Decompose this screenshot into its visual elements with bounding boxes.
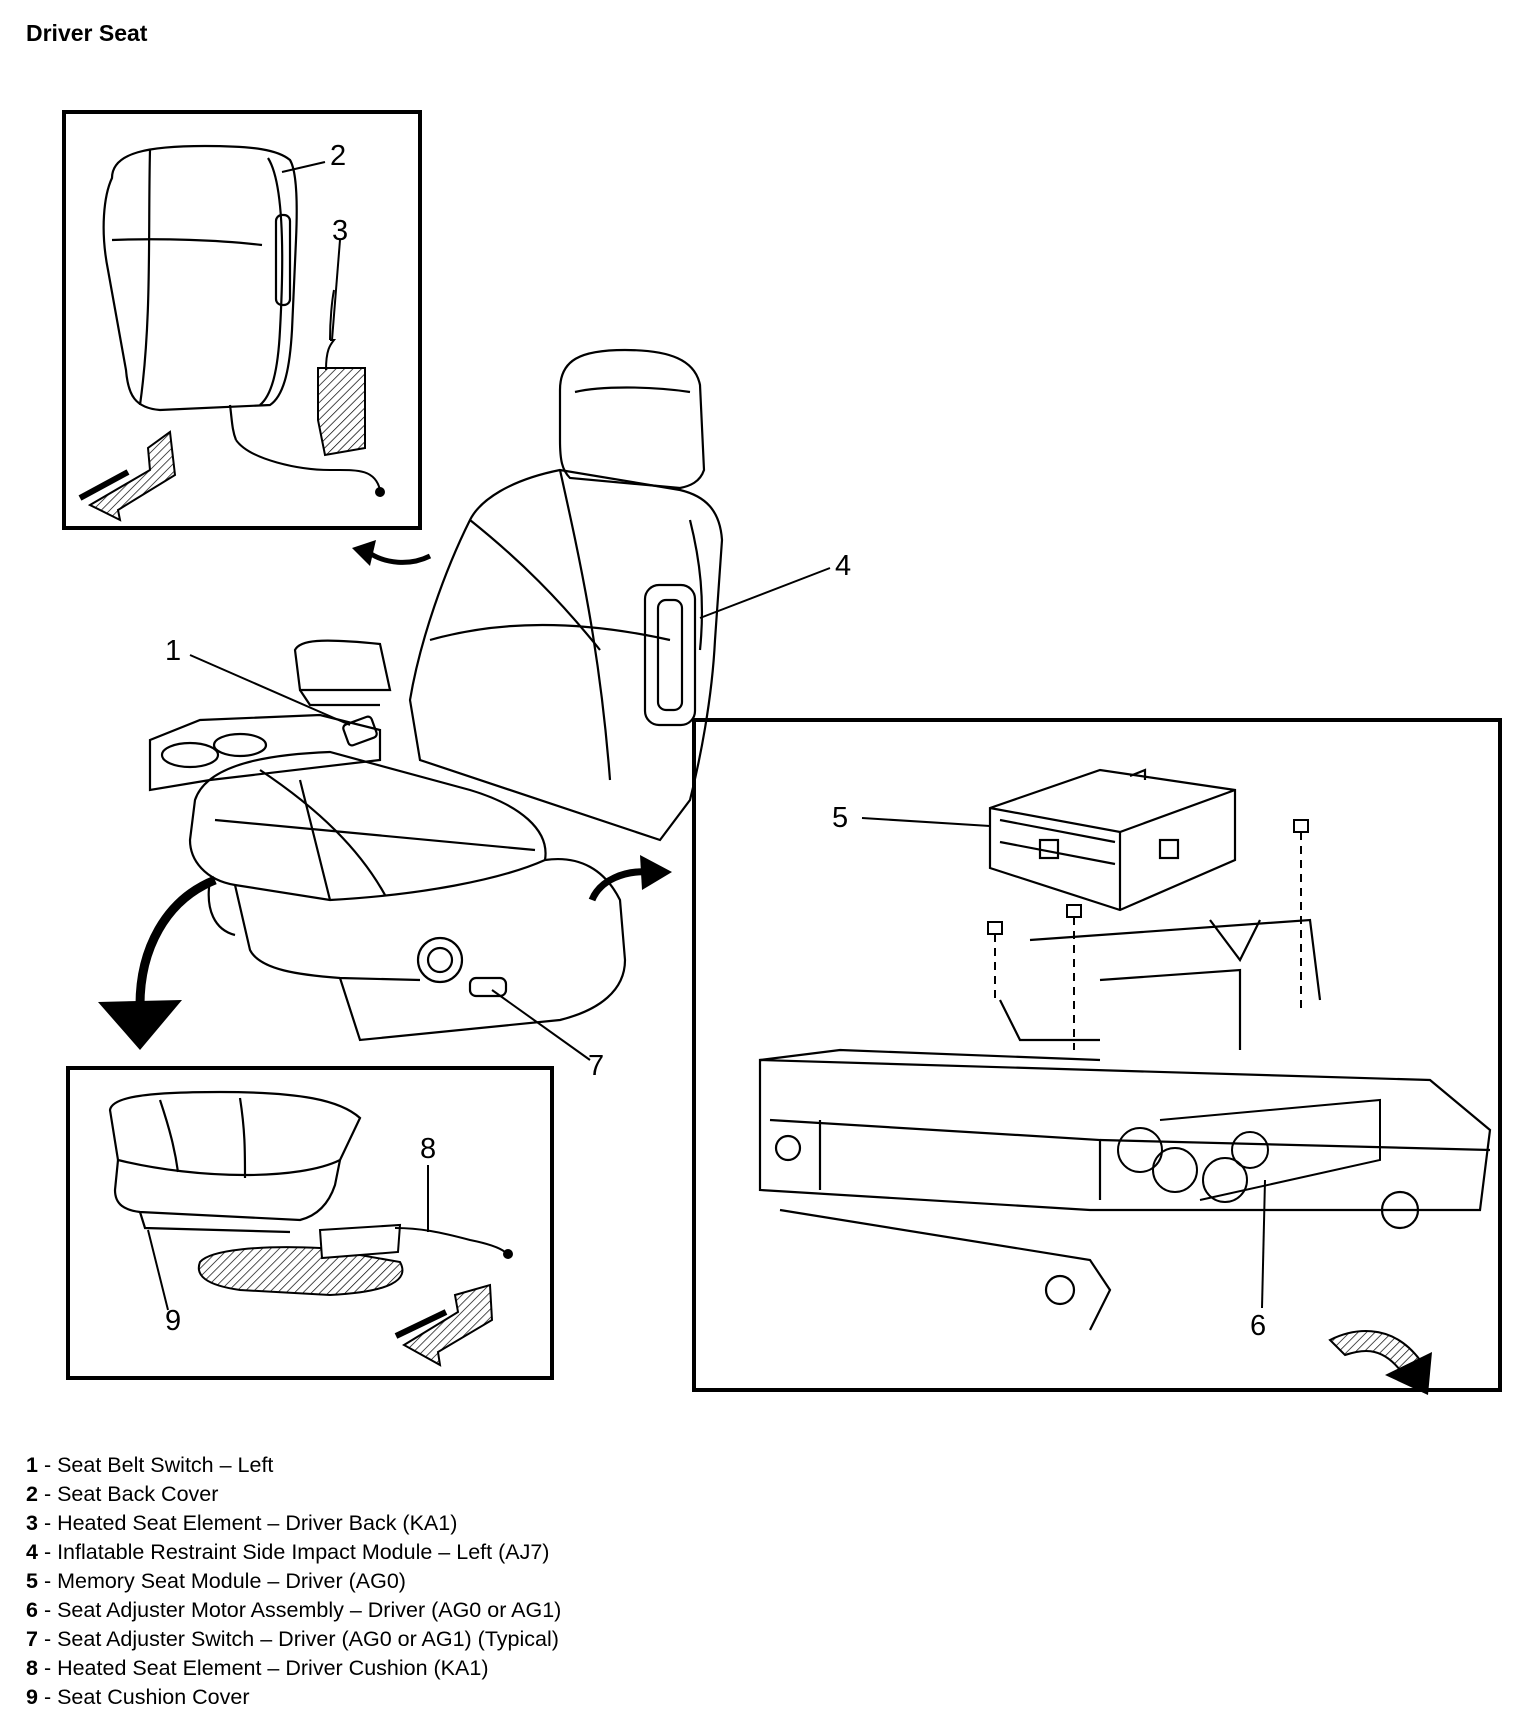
seat-assembly-drawing [148,348,724,1042]
adjuster-motor-drawing [1117,1098,1381,1203]
forward-arrow-icon [87,430,177,522]
forward-arrow-icon [1328,1330,1422,1372]
legend-item: 8 - Heated Seat Element – Driver Cushion… [26,1656,489,1680]
legend-item: 5 - Memory Seat Module – Driver (AG0) [26,1569,406,1593]
leader-lines [147,161,1266,1311]
seat-cushion-cover-drawing [108,1090,362,1234]
legend-item: 6 - Seat Adjuster Motor Assembly – Drive… [26,1598,562,1622]
callout-5: 5 [832,802,848,834]
seat-diagram: 1 2 3 4 5 6 7 8 9 [62,110,1502,1395]
seat-back-inset-frame [62,110,422,530]
legend-list: 1 - Seat Belt Switch – Left 2 - Seat Bac… [26,1451,561,1712]
bolt-icon [987,819,1309,1050]
curved-arrow-icon [366,549,432,565]
adjuster-frame-drawing [758,918,1492,1331]
callout-6: 6 [1250,1310,1266,1342]
legend-item: 9 - Seat Cushion Cover [26,1685,250,1709]
curved-arrow-icon [135,875,217,1006]
memory-seat-module-drawing [988,768,1237,912]
legend-item: 4 - Inflatable Restraint Side Impact Mod… [26,1540,550,1564]
legend-item: 2 - Seat Back Cover [26,1482,219,1506]
heated-back-element-drawing [235,289,385,497]
callout-3: 3 [332,215,348,247]
legend-item: 7 - Seat Adjuster Switch – Driver (AG0 o… [26,1627,559,1651]
legend-item: 3 - Heated Seat Element – Driver Back (K… [26,1511,458,1535]
callout-8: 8 [420,1133,436,1165]
seat-cushion-inset-frame [66,1066,554,1380]
forward-arrow-icon [402,1283,494,1367]
callout-7: 7 [588,1050,604,1082]
callout-2: 2 [330,140,346,172]
legend-item: 1 - Seat Belt Switch – Left [26,1453,274,1477]
callout-4: 4 [835,550,851,582]
heated-cushion-element-drawing [197,1223,513,1297]
adjuster-inset-frame [692,718,1502,1392]
seat-back-cover-drawing [102,144,298,441]
page-title: Driver Seat [26,20,148,46]
callout-9: 9 [165,1305,181,1337]
callout-1: 1 [165,635,181,667]
